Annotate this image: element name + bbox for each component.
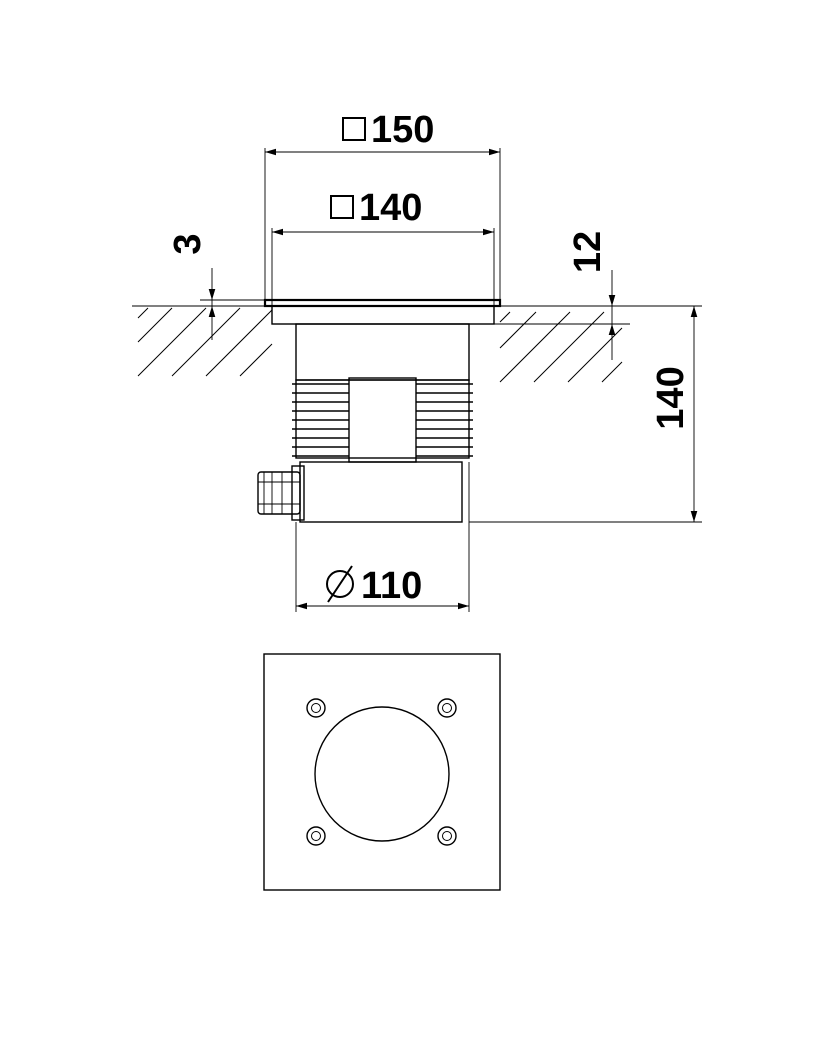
housing-neck	[295, 323, 470, 381]
dimension-height-140: 140	[469, 306, 702, 523]
dimension-square-140: 140	[272, 187, 494, 236]
square-symbol	[342, 117, 366, 141]
diameter-symbol	[326, 565, 354, 603]
ground-hatch-right	[499, 311, 623, 383]
screw-top-left	[306, 698, 326, 718]
screw-bottom-right	[437, 826, 457, 846]
side-view: 150 140 3 12 140	[132, 109, 702, 612]
top-plate	[263, 653, 501, 891]
screw-top-right	[437, 698, 457, 718]
flange-top	[263, 298, 502, 308]
lens-circle	[314, 706, 450, 842]
top-view	[263, 653, 501, 891]
dimension-collar-3: 3	[167, 233, 265, 340]
dim-3-label: 3	[167, 233, 209, 254]
dimension-recess-12: 12	[494, 231, 630, 360]
dim-12-label: 12	[567, 231, 609, 273]
housing-lower-body	[299, 461, 463, 523]
dimension-diameter-110: 110	[295, 462, 470, 612]
dim-150-label: 150	[371, 109, 434, 151]
flange-body	[271, 305, 495, 325]
dim-140-square-label: 140	[359, 187, 422, 229]
ground-hatch-left	[137, 307, 273, 377]
dimension-square-150: 150	[265, 109, 500, 156]
cable-gland	[257, 465, 305, 521]
dim-140-height-label: 140	[650, 366, 692, 429]
square-symbol	[330, 195, 354, 219]
screw-bottom-left	[306, 826, 326, 846]
heat-sink-fins	[292, 377, 473, 463]
dim-110-label: 110	[361, 565, 422, 607]
